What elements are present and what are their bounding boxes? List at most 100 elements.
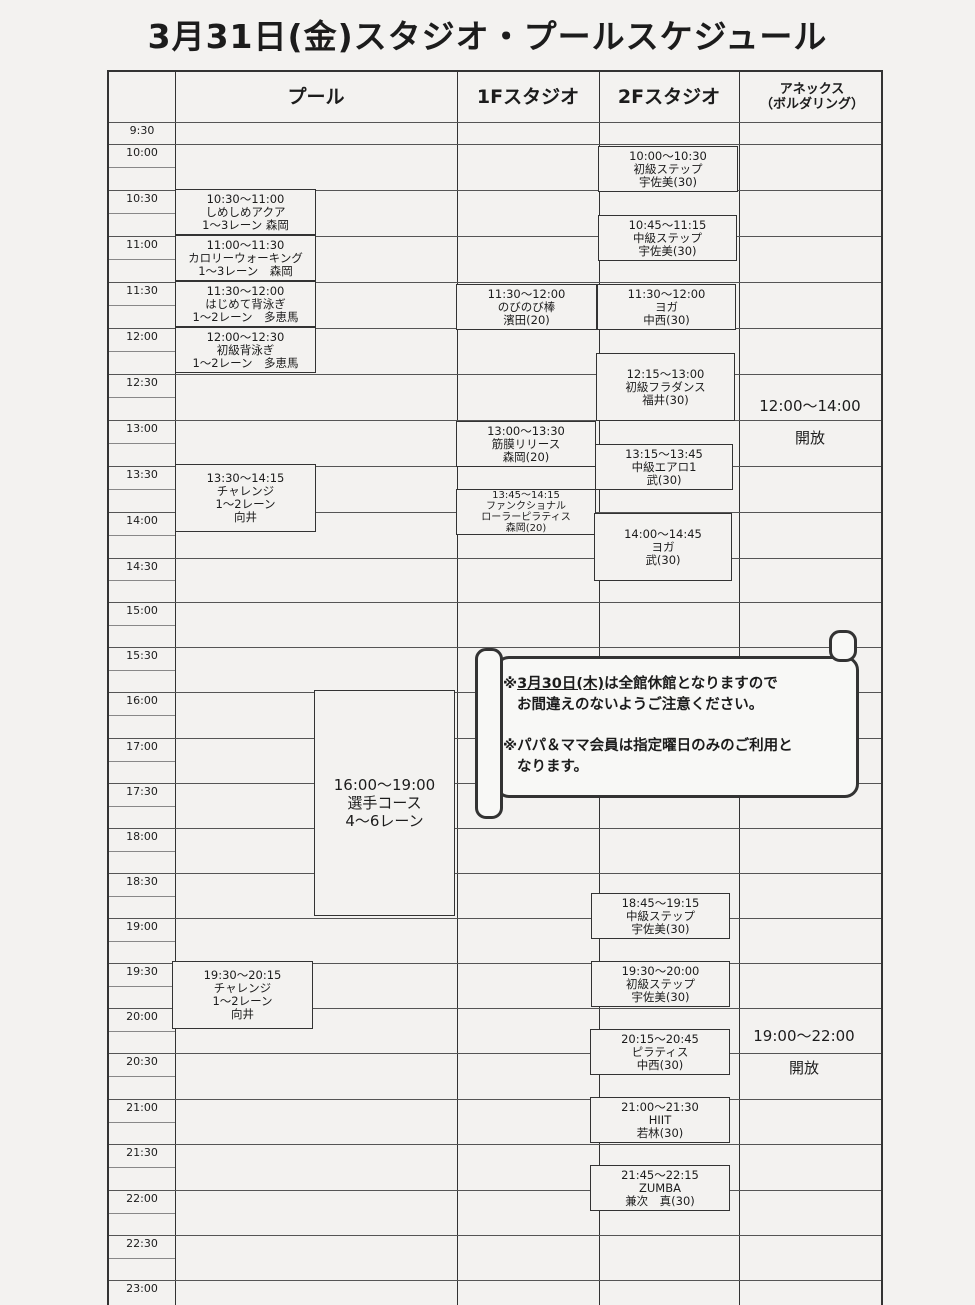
studio-2f-session: 21:45～22:15 ZUMBA 兼次 真(30)	[590, 1165, 730, 1211]
session-time: 12:00～12:30	[206, 329, 285, 344]
session-name: 初級ステップ	[633, 161, 703, 176]
time-label: 16:00	[126, 694, 158, 707]
row-divider	[109, 1099, 881, 1100]
annex-open-slot: 19:00～22:00 開放	[732, 1020, 876, 1084]
time-label: 10:00	[126, 146, 158, 159]
session-time: 14:00～14:45	[624, 526, 702, 541]
session-instructor: 向井	[231, 1007, 254, 1021]
pool-session: 13:30～14:15 チャレンジ 1～2レーン 向井	[175, 464, 316, 532]
row-divider	[109, 420, 881, 421]
column-header-pool: プール	[287, 86, 345, 108]
time-label: 14:30	[126, 560, 158, 573]
session-detail: 宇佐美(30)	[631, 921, 690, 936]
notice-line: なります。	[517, 759, 589, 775]
grid-line	[457, 72, 458, 1305]
session-detail: 武(30)	[646, 472, 682, 487]
session-time: 13:00～13:30	[487, 423, 565, 438]
session-time: 21:45～22:15	[621, 1167, 699, 1182]
half-row-divider	[109, 535, 175, 536]
half-row-divider	[109, 1167, 175, 1168]
session-time: 13:45～14:15	[492, 490, 560, 501]
half-row-divider	[109, 625, 175, 626]
session-detail: 兼次 真(30)	[625, 1193, 695, 1208]
session-detail: 4～6レーン	[345, 812, 424, 830]
half-row-divider	[109, 305, 175, 306]
row-divider	[109, 558, 881, 559]
session-name: 初級フラダンス	[625, 379, 706, 394]
session-name: ファンクショナル	[486, 501, 566, 512]
session-detail: 1～2レーン	[212, 994, 273, 1008]
row-divider	[109, 918, 881, 919]
session-name: ヨガ	[655, 299, 678, 314]
row-divider	[109, 190, 881, 191]
half-row-divider	[109, 1213, 175, 1214]
session-detail: 宇佐美(30)	[638, 243, 697, 258]
pool-session: 16:00～19:00 選手コース 4～6レーン	[314, 690, 455, 916]
half-row-divider	[109, 167, 175, 168]
session-detail: 中西(30)	[636, 1057, 684, 1072]
session-name: 筋膜リリース	[491, 436, 561, 451]
row-divider	[109, 236, 881, 237]
half-row-divider	[109, 851, 175, 852]
session-time: 21:00～21:30	[621, 1099, 699, 1114]
pool-session: 11:00～11:30 カロリーウォーキング 1～3レーン 森岡	[175, 235, 316, 281]
time-label: 21:00	[126, 1101, 158, 1114]
time-label: 10:30	[126, 192, 158, 205]
time-label: 22:00	[126, 1192, 158, 1205]
session-time: 11:30～12:00	[206, 283, 285, 298]
half-row-divider	[109, 259, 175, 260]
time-label: 23:00	[126, 1282, 158, 1295]
time-label: 9:30	[129, 124, 155, 137]
annex-title: アネックス	[779, 82, 845, 97]
row-divider	[109, 374, 881, 375]
annex-open-slot: 12:00～14:00 開放	[738, 390, 882, 454]
row-divider	[109, 873, 881, 874]
pool-session: 11:30～12:00 はじめて背泳ぎ 1～2レーン 多恵馬	[175, 281, 316, 327]
session-detail: ローラーピラティス	[481, 512, 571, 523]
studio-2f-session: 13:15～13:45 中級エアロ1 武(30)	[595, 444, 733, 490]
time-label: 11:30	[126, 284, 158, 297]
session-name: ヨガ	[651, 539, 675, 554]
row-divider	[109, 1144, 881, 1145]
pool-session: 12:00～12:30 初級背泳ぎ 1～2レーン 多恵馬	[175, 327, 316, 373]
session-time: 20:15～20:45	[621, 1031, 699, 1046]
session-detail: 1～3レーン 森岡	[198, 263, 293, 278]
session-time: 13:30～14:15	[206, 471, 285, 485]
studio-2f-session: 12:15～13:00 初級フラダンス 福井(30)	[596, 353, 735, 421]
session-detail: 若林(30)	[636, 1125, 684, 1140]
studio-1f-session: 11:30～12:00 のびのび棒 濱田(20)	[456, 284, 597, 330]
row-divider	[109, 1053, 881, 1054]
session-time: 12:00～14:00	[759, 397, 861, 415]
session-detail: 1～3レーン 森岡	[202, 217, 289, 232]
row-divider	[109, 122, 881, 123]
time-label: 21:30	[126, 1146, 158, 1159]
session-time: 10:45～11:15	[628, 217, 707, 232]
session-time: 19:30～20:15	[203, 968, 282, 982]
studio-2f-session: 21:00～21:30 HIIT 若林(30)	[590, 1097, 730, 1143]
time-label: 14:00	[126, 514, 158, 527]
half-row-divider	[109, 941, 175, 942]
time-label: 12:00	[126, 330, 158, 343]
session-name: 開放	[794, 429, 825, 447]
session-time: 16:00～19:00	[333, 776, 436, 794]
session-time: 18:45～19:15	[621, 895, 700, 910]
session-name: 選手コース	[347, 794, 422, 812]
time-label: 11:00	[126, 238, 158, 251]
pool-session: 19:30～20:15 チャレンジ 1～2レーン 向井	[172, 961, 313, 1029]
session-time: 12:15～13:00	[626, 366, 705, 381]
notice-text: ※3月30日(木)は全館休館となりますので お間違えのないようご注意ください。 …	[503, 674, 843, 798]
row-divider	[109, 647, 881, 648]
studio-2f-session: 20:15～20:45 ピラティス 中西(30)	[590, 1029, 730, 1075]
session-instructor: 向井	[234, 510, 257, 524]
studio-1f-session: 13:00～13:30 筋膜リリース 森岡(20)	[456, 421, 596, 467]
session-detail: 1～2レーン	[215, 497, 276, 511]
notice-line: お間違えのないようご注意ください。	[517, 697, 764, 713]
annex-subtitle: （ボルダリング）	[759, 97, 864, 112]
closure-date: 3月30日(木)	[517, 676, 605, 692]
session-detail: 中西(30)	[643, 312, 690, 327]
session-name: 初級ステップ	[626, 976, 695, 991]
row-divider	[109, 144, 881, 145]
session-time: 13:15～13:45	[625, 446, 703, 461]
column-header-studio-1f: 1Fスタジオ	[476, 86, 580, 108]
row-divider	[109, 1008, 881, 1009]
